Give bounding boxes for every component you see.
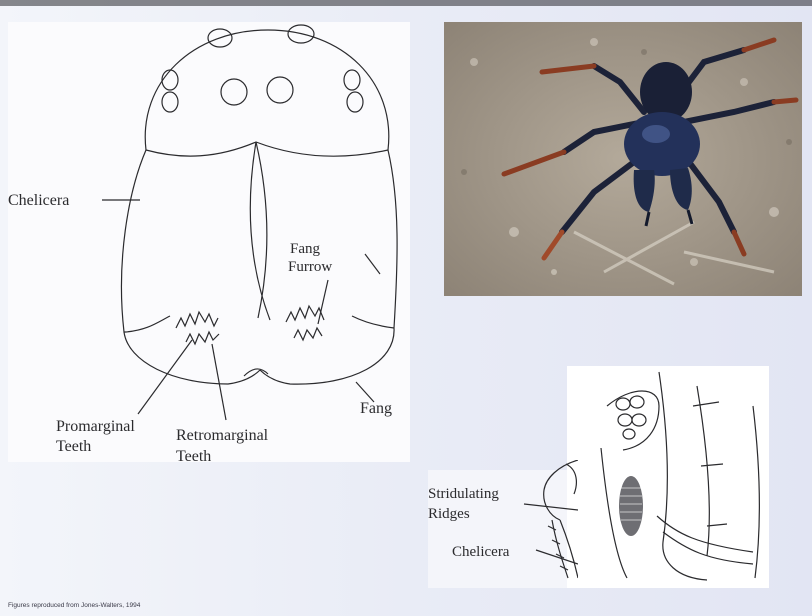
leader-fang	[356, 382, 374, 402]
label-inset-chelicera: Chelicera	[452, 543, 509, 561]
stridulation-drawing	[567, 366, 769, 588]
label-promarginal-line2: Teeth	[56, 438, 91, 456]
spider-photo	[444, 22, 802, 296]
palp-segment-2	[566, 464, 576, 494]
label-fang: Fang	[360, 400, 392, 418]
right-chelicera-base	[352, 316, 394, 328]
eye-median-left	[221, 79, 247, 105]
leader-fang-furrow-2	[365, 254, 380, 274]
carapace-lower-edge	[146, 142, 388, 156]
eye-lateral-left-2	[162, 92, 178, 112]
stridulating-ridges-area	[619, 476, 643, 536]
leader-retromarginal	[212, 344, 226, 420]
ground	[444, 22, 802, 296]
spider-photo-drawing	[444, 22, 802, 296]
label-stridulating-line2: Ridges	[428, 505, 470, 523]
label-promarginal-line1: Promarginal	[56, 418, 135, 436]
label-chelicera: Chelicera	[8, 192, 69, 210]
left-fang	[124, 332, 260, 384]
spider-cephalothorax	[624, 112, 700, 176]
eye-lateral-left-1	[162, 70, 178, 90]
label-retromarginal-line1: Retromarginal	[176, 427, 268, 445]
eye-lateral-right-1	[344, 70, 360, 90]
chelicerae-diagram: Chelicera Fang Furrow Promarginal Teeth …	[8, 22, 410, 462]
inset-eye-1	[616, 398, 630, 410]
stridulation-inset-drawing	[567, 366, 769, 588]
leg-outline-2	[697, 386, 709, 556]
leader-stridulating	[524, 504, 578, 510]
leg-joint-1	[657, 516, 753, 552]
palp-segment-3	[560, 520, 578, 578]
label-stridulating-line1: Stridulating	[428, 485, 499, 503]
spider-sheen	[642, 125, 670, 143]
right-fang	[260, 328, 394, 384]
left-chelicera-base	[126, 316, 170, 332]
top-edge-strip	[0, 0, 812, 6]
left-chelicera-outer	[121, 150, 146, 332]
label-retromarginal-line2: Teeth	[176, 448, 211, 462]
label-fang-furrow-line1: Fang	[290, 240, 320, 258]
promarginal-teeth-left	[176, 312, 218, 328]
palp-drawing	[428, 460, 578, 590]
chelicerae-drawing	[8, 22, 410, 462]
inset-eye-2	[630, 396, 644, 408]
inset-eye-5	[623, 429, 635, 439]
fang-tips	[244, 369, 268, 376]
figure-credit: Figures reproduced from Jones-Walters, 1…	[8, 602, 140, 609]
promarginal-teeth-right	[286, 306, 324, 322]
inset-eye-4	[632, 414, 646, 426]
leg-segments	[693, 402, 727, 526]
carapace-front	[607, 391, 659, 450]
label-fang-furrow-line2: Furrow	[288, 258, 332, 276]
leader-promarginal	[138, 340, 192, 414]
leg-outline-3	[753, 406, 759, 578]
retromarginal-teeth-right	[294, 328, 322, 340]
right-chelicera-outer	[388, 150, 397, 328]
eye-lateral-right-2	[347, 92, 363, 112]
inset-eye-3	[618, 414, 632, 426]
eye-median-right	[267, 77, 293, 103]
